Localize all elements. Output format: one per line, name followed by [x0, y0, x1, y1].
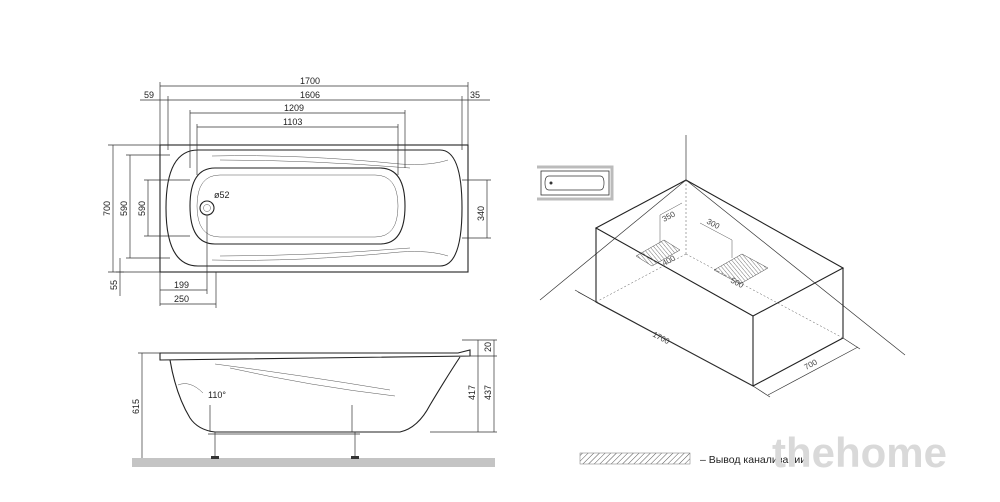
dim-250: 250	[174, 294, 189, 304]
iso-top-face	[594, 179, 845, 317]
legend-text: – Вывод канализации	[700, 454, 806, 466]
tub-rim	[165, 149, 463, 267]
floor	[132, 458, 495, 467]
dim-340: 340	[476, 206, 486, 221]
dim-590-a: 590	[119, 201, 129, 216]
iso-dim-300: 300	[705, 217, 721, 231]
dim-700-left: 700	[102, 201, 112, 216]
tub-rim-side	[159, 349, 471, 361]
dim-1103: 1103	[283, 117, 302, 127]
iso-dim-700: 700	[803, 357, 819, 371]
dim-1700-top: 1700	[300, 76, 320, 86]
dim-drain: ø52	[214, 190, 230, 200]
dim-615: 615	[131, 399, 141, 414]
thumbnail-view	[537, 165, 614, 201]
angle-110: 110°	[208, 390, 226, 400]
dim-437: 437	[483, 385, 493, 400]
tub-body-side	[169, 356, 461, 433]
drain-circle	[199, 200, 215, 216]
dim-55: 55	[109, 280, 119, 290]
iso-dim-1700: 1700	[651, 330, 671, 347]
thehome-logo: thehome	[772, 429, 947, 476]
iso-side-face	[752, 268, 844, 387]
dim-35: 35	[470, 90, 480, 100]
side-view: 110° 615 20 417 437	[131, 339, 497, 467]
dim-20: 20	[483, 342, 493, 352]
dim-59: 59	[144, 90, 154, 100]
dim-590-b: 590	[137, 201, 147, 216]
legend-hatch-swatch	[579, 452, 691, 465]
dim-417: 417	[467, 385, 477, 400]
top-view: 1700 59 1606 35 1209 1103 700 590 590 ø5…	[102, 76, 491, 308]
legend: – Вывод канализации	[579, 452, 806, 466]
iso-dim-350: 350	[661, 209, 677, 223]
tub-outline-top	[159, 144, 469, 273]
dim-1209: 1209	[284, 103, 304, 113]
dim-199: 199	[174, 280, 189, 290]
tub-basin	[189, 167, 406, 245]
dim-1606: 1606	[300, 90, 320, 100]
